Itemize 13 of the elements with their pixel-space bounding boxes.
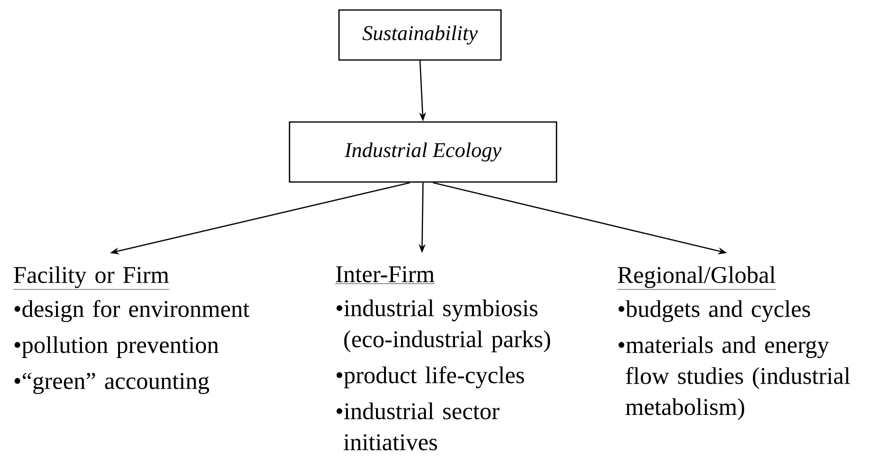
bullet-item: •materials and energy flow studies (industrial metabolism) (618, 336, 850, 420)
bullet-item: •budgets and cycles (618, 300, 810, 322)
list-heading: Inter-Firm (335, 266, 435, 284)
concept-box: Sustainability (338, 9, 502, 61)
bullet-item: •“green” accounting (14, 372, 210, 394)
bullet-item: •pollution prevention (14, 336, 219, 358)
list-heading: Regional/Global (617, 266, 776, 290)
list-heading: Facility or Firm (13, 266, 170, 290)
bullet-item: •industrial symbiosis (eco-industrial parks) (336, 299, 550, 352)
bullet-item: •product life-cycles (336, 366, 524, 388)
bullet-item: •industrial sector initiatives (336, 402, 500, 450)
concept-box: Industrial Ecology (288, 121, 558, 183)
bullet-item: •design for environment (14, 300, 250, 322)
